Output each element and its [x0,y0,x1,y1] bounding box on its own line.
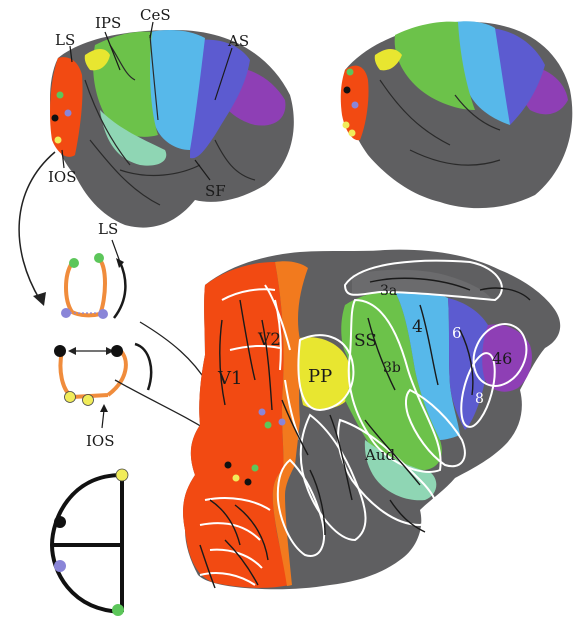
lateral-brain-right-view [341,21,573,208]
label-area-6: 6 [452,324,462,342]
marker-yellow-dot [116,469,128,481]
marker-black-dot [54,345,66,357]
label-area-v2: V2 [257,330,281,350]
marker-yellow-dot [343,122,350,129]
marker-black-dot [245,479,252,486]
marker-yellow-dot [233,475,240,482]
sulcus-line-orange [60,258,125,397]
marker-green-dot [112,604,124,616]
marker-black-dot [52,115,59,122]
marker-black-dot [54,516,66,528]
marker-yellow-dot [349,130,356,137]
marker-purple-dot [61,308,71,318]
label-ls-top: LS [55,31,75,49]
marker-yellow-dot [83,395,94,406]
marker-yellow-dot [65,392,76,403]
semicircle-diagram [52,469,128,616]
label-sf: SF [205,182,226,200]
label-area-ss: SS [354,331,377,351]
label-area-46: 46 [492,349,512,368]
marker-green-dot [265,422,272,429]
marker-black-dot [344,87,351,94]
marker-yellow-dot [55,137,62,144]
label-area-aud: Aud [364,446,395,464]
label-ls-mid: LS [98,220,118,238]
marker-purple-dot [54,560,66,572]
ios-pointer [102,410,104,428]
label-area-3b: 3b [383,360,401,376]
marker-green-dot [347,69,354,76]
marker-purple-dot [98,309,108,319]
label-ips: IPS [95,14,121,32]
label-ces: CeS [140,6,171,24]
marker-green-dot [94,253,104,263]
label-area-v1: V1 [217,368,242,389]
marker-purple-dot [259,409,266,416]
label-area-pp: PP [308,366,332,387]
label-area-8: 8 [475,391,484,407]
label-ios-mid: IOS [86,432,115,450]
label-ios-top: IOS [48,168,77,186]
marker-purple-dot [352,102,359,109]
marker-black-dot [225,462,232,469]
label-area-3a: 3a [380,283,397,299]
marker-green-dot [69,258,79,268]
marker-purple-dot [65,110,72,117]
marker-purple-dot [279,419,286,426]
lateral-brain-left-view: LS IPS CeS AS IOS SF [48,6,294,228]
marker-green-dot [252,465,259,472]
cortex-flatmap: 3a 4 6 46 V2 SS 3b V1 PP 8 Aud [183,250,560,590]
label-area-4: 4 [412,317,423,337]
label-as: AS [227,32,249,50]
marker-green-dot [57,92,64,99]
ls-pointer [112,240,120,262]
mid-schematic: LS IOS [54,220,220,450]
marker-black-dot [111,345,123,357]
